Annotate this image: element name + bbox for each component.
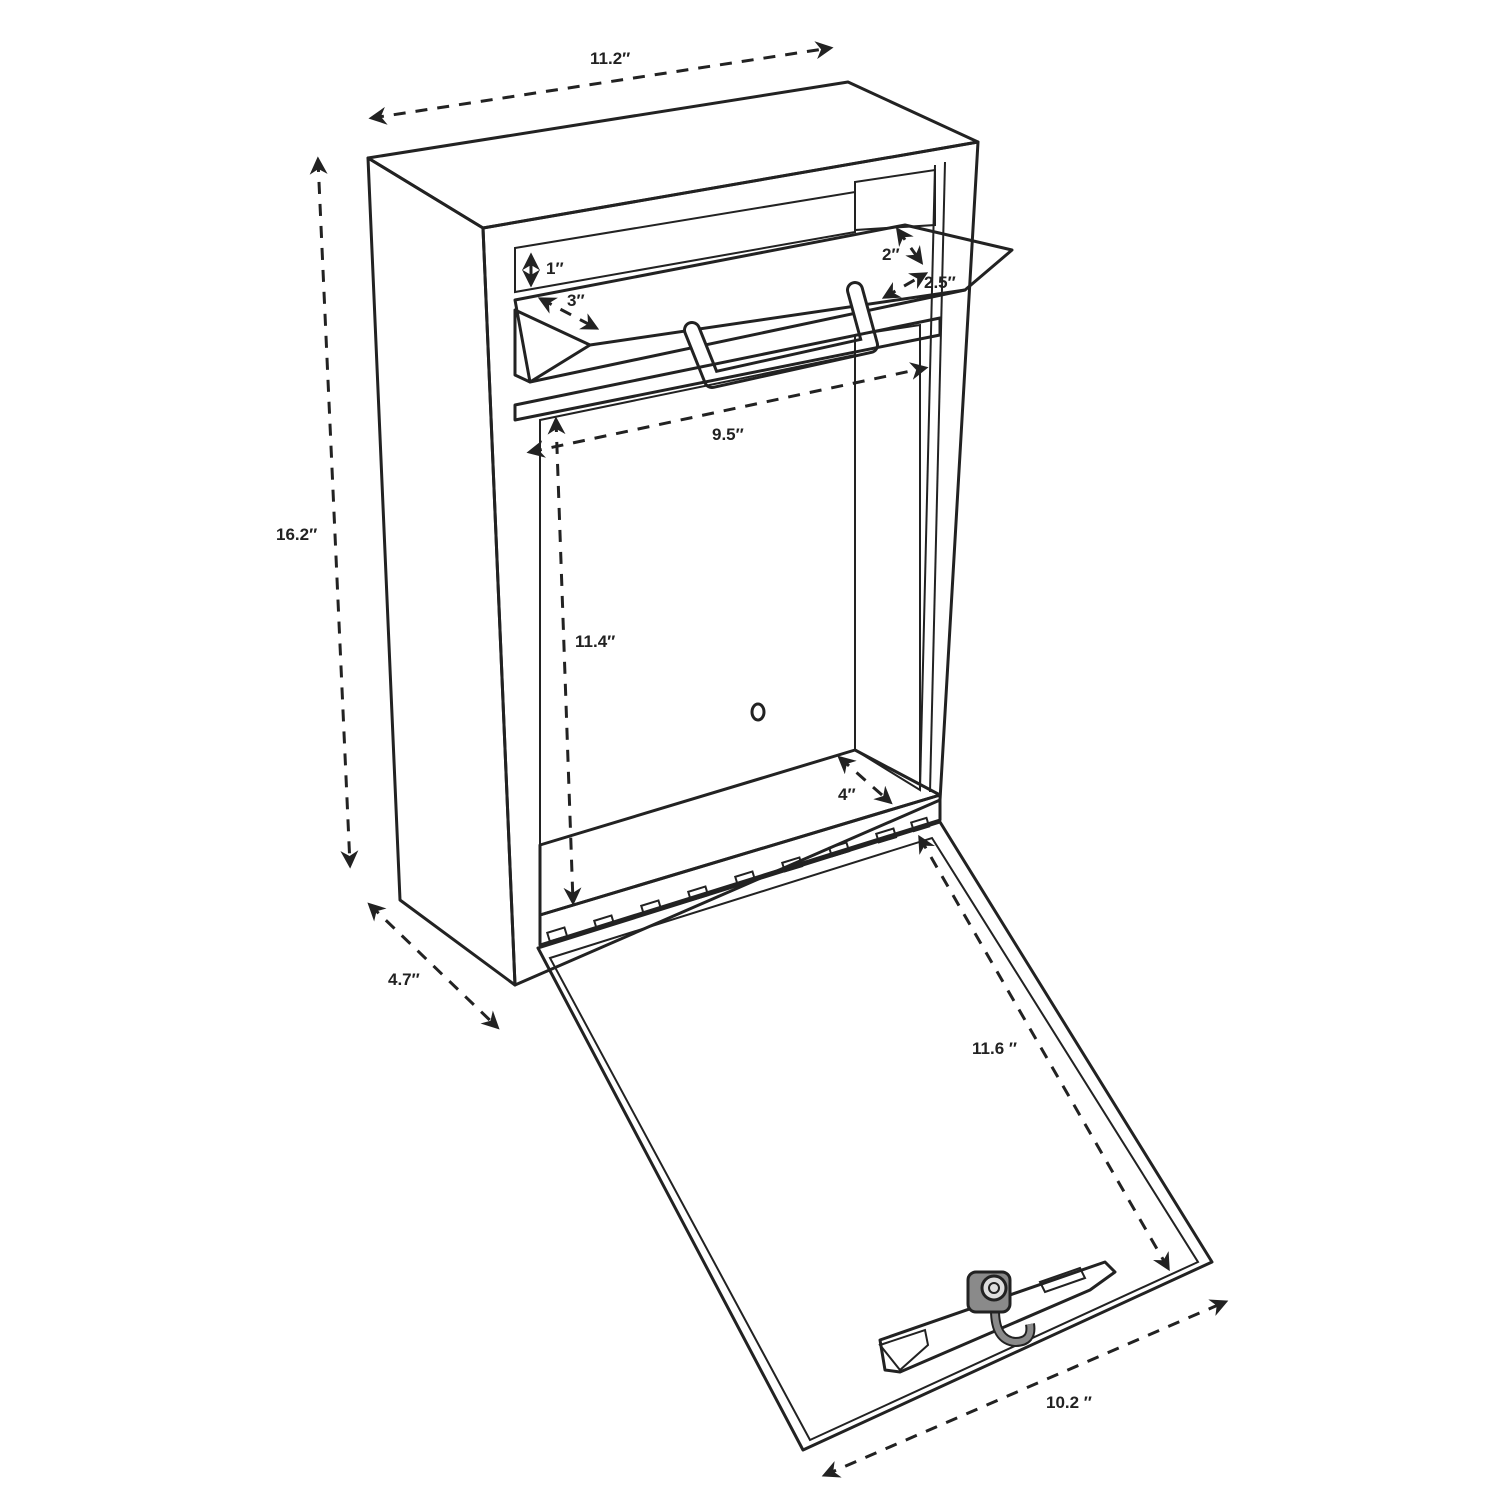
dim-line-flap-right-d [881, 272, 929, 299]
interior-side-panel [854, 323, 921, 792]
dim-line-flap-left [537, 297, 600, 330]
interior-back-panel [539, 353, 856, 847]
label-flap-height-right: 2″ [882, 245, 900, 264]
hinge-tabs [545, 816, 931, 943]
label-slot-height: 1″ [546, 259, 564, 278]
keyhole-icon [980, 1274, 1008, 1302]
label-interior-depth: 4″ [838, 785, 856, 804]
dim-line-width [368, 41, 834, 125]
dim-line-height [309, 156, 359, 869]
label-interior-width: 9.5″ [712, 425, 744, 444]
dim-line-interior-height [547, 416, 582, 906]
label-door-width: 10.2 ″ [1046, 1393, 1092, 1412]
label-door-height: 11.6 ″ [972, 1039, 1017, 1058]
dim-line-door-width [821, 1299, 1229, 1478]
dim-line-depth [367, 902, 500, 1030]
label-depth: 4.7″ [388, 970, 420, 989]
slot-interior-back [514, 190, 856, 294]
mount-hole [750, 702, 766, 722]
dim-line-door-height [918, 834, 1170, 1272]
dim-line-interior-depth [837, 755, 893, 805]
label-height: 16.2″ [276, 525, 317, 544]
label-interior-height: 11.4″ [575, 632, 615, 651]
box-left-side [366, 156, 517, 987]
slot-interior-side [854, 168, 936, 232]
label-flap-depth-right: 2.5″ [924, 273, 956, 292]
dim-line-interior-width [526, 362, 929, 458]
label-width: 11.2″ [590, 49, 630, 68]
dim-line-flap-right-h [895, 227, 924, 265]
front-door[interactable] [536, 820, 1214, 1452]
label-flap-depth-left: 3″ [567, 291, 585, 310]
